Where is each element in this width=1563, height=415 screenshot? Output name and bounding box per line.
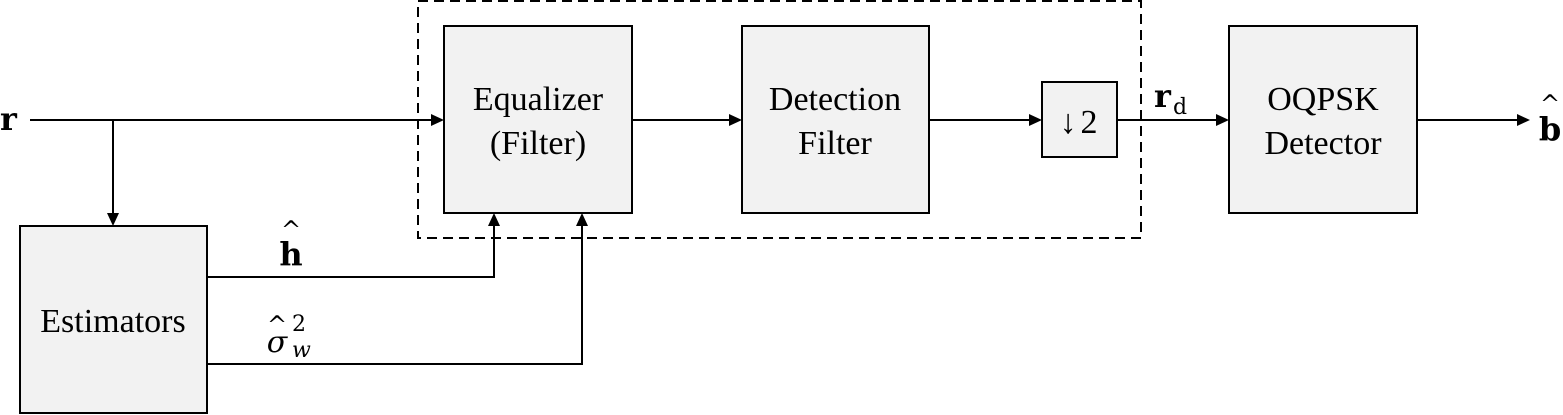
noise-variance-symbol: σ: [267, 325, 289, 360]
input-signal-label: r: [0, 100, 18, 138]
oqpsk-detector-label-line2: Detector: [1264, 125, 1382, 162]
equalizer-block: Equalizer (Filter): [443, 25, 633, 214]
output-hat: ^: [1540, 90, 1560, 118]
oqpsk-detector-label-line1: OQPSK: [1267, 81, 1379, 118]
downsampled-signal-label: r d: [1154, 77, 1187, 120]
downsampler-to-detector-arrow-head: [1216, 114, 1229, 126]
detection-filter-label-line2: Filter: [798, 125, 872, 162]
detection-filter-label-line1: Detection: [769, 81, 901, 118]
signal-wires: [30, 114, 1530, 365]
downsampler-arrow-icon: ↓: [1060, 104, 1077, 141]
downsampled-symbol: r: [1154, 77, 1172, 115]
detection-to-downsampler-arrow-head: [1029, 114, 1042, 126]
channel-estimate-symbol: h: [279, 235, 302, 273]
noise-variance-wire: [207, 223, 583, 365]
noise-variance-subscript: w: [292, 338, 311, 363]
detection-filter-block: Detection Filter: [741, 25, 930, 214]
downsampled-subscript: d: [1173, 95, 1187, 120]
channel-estimate-wire: [207, 223, 495, 278]
downsampler-block: ↓ 2: [1041, 81, 1118, 158]
noise-variance-hat: ^: [267, 311, 287, 339]
noise-variance-label: ^ σ 2 w: [267, 311, 311, 363]
equalizer-label-line2: (Filter): [490, 125, 586, 162]
branch-arrow-head: [107, 213, 119, 226]
output-arrow-head: [1517, 114, 1530, 126]
downsampler-factor: 2: [1081, 104, 1098, 141]
input-arrow-head: [431, 114, 444, 126]
channel-estimate-arrow-head: [488, 213, 500, 226]
output-symbol: b: [1539, 110, 1561, 148]
estimators-label: Estimators: [40, 303, 185, 340]
eq-to-detection-arrow-head: [729, 114, 742, 126]
output-signal-label: ^ b: [1539, 90, 1561, 148]
estimators-block: Estimators: [19, 225, 208, 414]
channel-estimate-hat: ^: [281, 216, 301, 244]
channel-estimate-label: ^ h: [279, 216, 302, 273]
noise-variance-arrow-head: [576, 213, 588, 226]
oqpsk-detector-block: OQPSK Detector: [1228, 25, 1418, 214]
noise-variance-superscript: 2: [292, 312, 306, 337]
equalizer-label-line1: Equalizer: [473, 81, 604, 118]
